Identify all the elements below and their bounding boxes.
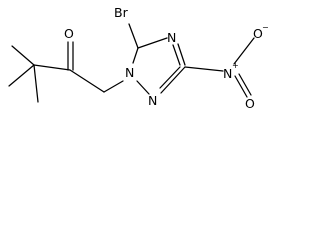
bond-c5-n4 — [137, 37, 168, 49]
bond-c3-n2-a — [160, 66, 186, 94]
atom-label-ring-n2: N — [148, 93, 157, 108]
atom-label-nitro-nitrogen: N — [223, 66, 232, 81]
bond-methyl-bottom — [33, 64, 39, 103]
bond-nitro-o-upper — [233, 37, 255, 65]
bond-ch2-n1 — [103, 80, 124, 93]
bond-c3-nitro-n — [184, 66, 224, 72]
atom-label-ring-n4: N — [167, 30, 176, 45]
bond-carbonyl-ch2 — [69, 69, 105, 93]
bond-n1-c5 — [132, 47, 139, 64]
atom-label-ketone-oxygen: O — [64, 26, 74, 41]
bond-c5-br — [128, 23, 139, 49]
bond-nitro-o-lower-b — [238, 73, 252, 96]
atom-labels: Br O N N N N + O − O — [64, 5, 269, 111]
bond-n4-c3-b — [172, 44, 181, 66]
chemical-structure: Br O N N N N + O − O — [8, 5, 269, 111]
bond-c3-n2-b — [159, 66, 181, 89]
atom-label-nitro-oxygen-lower: O — [245, 96, 255, 111]
bond-n2-n1 — [136, 80, 150, 95]
bonds — [8, 23, 255, 103]
charge-nitro-oxygen-upper: − — [262, 23, 269, 32]
atom-label-nitro-oxygen-upper: O — [253, 26, 263, 41]
bond-n4-c3-a — [177, 43, 186, 66]
bond-nitro-o-lower-a — [234, 75, 248, 98]
bond-methyl-top — [11, 45, 35, 66]
bond-quaternary-carbonyl — [33, 64, 71, 71]
atom-label-bromine: Br — [114, 5, 129, 20]
bond-methyl-left — [8, 64, 35, 87]
charge-nitro-nitrogen: + — [232, 61, 239, 70]
atom-label-ring-n1: N — [125, 65, 134, 80]
